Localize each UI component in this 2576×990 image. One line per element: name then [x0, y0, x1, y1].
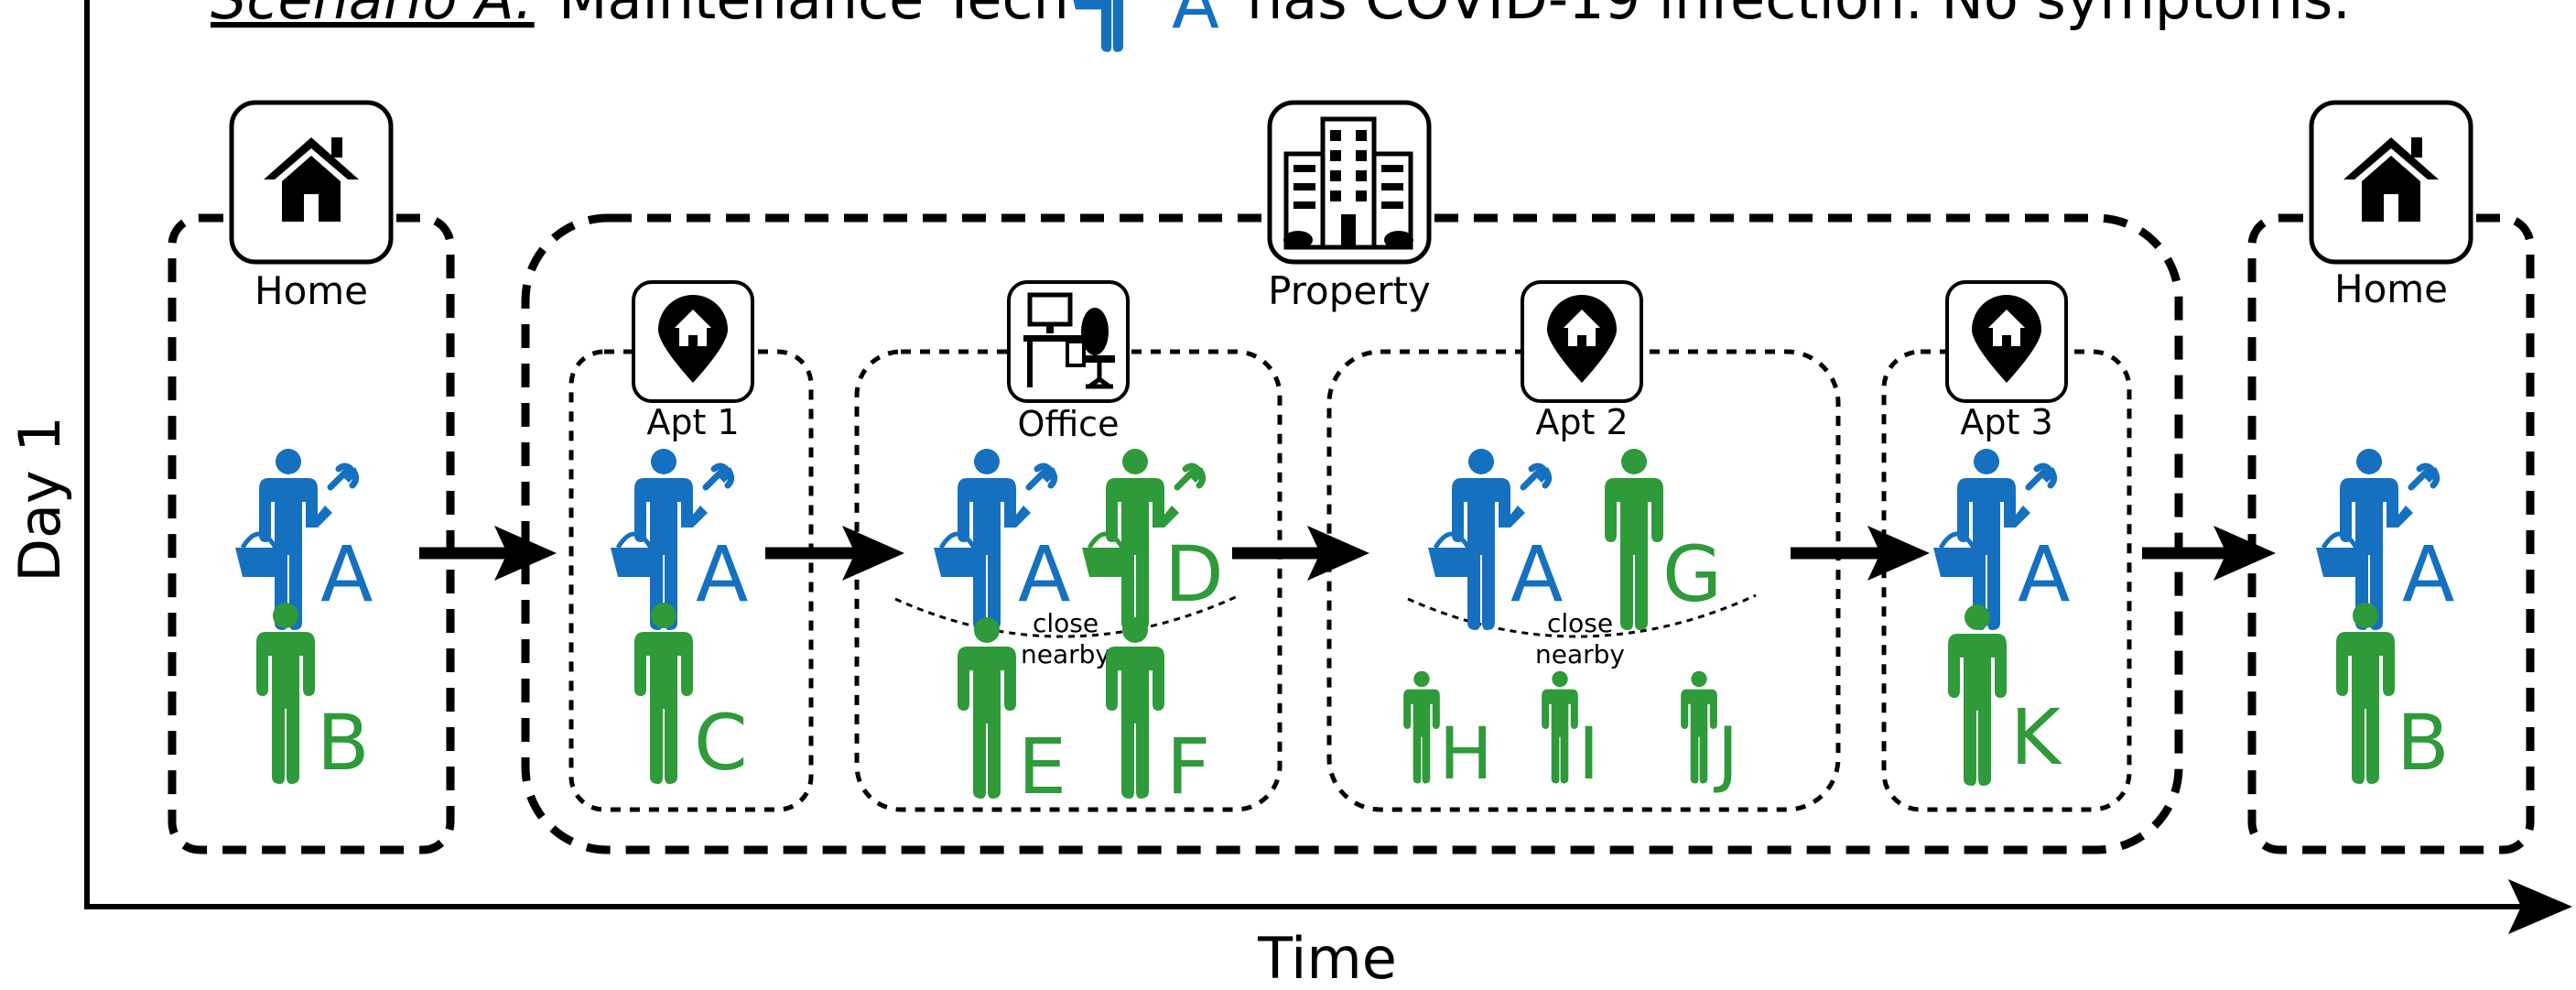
- person-label: E: [1018, 722, 1066, 811]
- person-icon: [2336, 603, 2395, 784]
- person-icon: [1605, 449, 1663, 630]
- apartment-building-icon: [1283, 116, 1413, 250]
- apt3-label: Apt 3: [1960, 402, 2052, 442]
- person-label: J: [1713, 713, 1738, 796]
- close-nearby-arc: [1407, 593, 1757, 638]
- title-scenario: Scenario A:: [211, 0, 535, 32]
- person-label: A: [1018, 529, 1070, 619]
- flow-arrow: [765, 526, 904, 581]
- y-axis-label: Day 1: [6, 416, 73, 582]
- title-before-icon: Maintenance Tech: [558, 0, 1069, 32]
- nearby-label: nearby: [1021, 639, 1110, 669]
- person-label: A: [696, 529, 748, 619]
- home1-box: [168, 213, 455, 854]
- x-axis-arrowhead: [2508, 879, 2572, 934]
- close-label: close: [1547, 608, 1613, 638]
- close-nearby-arc: [894, 593, 1240, 638]
- person-label: H: [1439, 713, 1493, 796]
- flow-arrow: [1791, 526, 1930, 581]
- person-icon: [1106, 617, 1164, 799]
- nearby-label: nearby: [1535, 639, 1625, 669]
- office-desk-icon: [1023, 292, 1115, 389]
- office-box: [854, 349, 1283, 812]
- flow-arrow: [419, 526, 557, 581]
- person-label: F: [1166, 722, 1210, 811]
- apt1-label: Apt 1: [646, 402, 739, 442]
- person-label: D: [1164, 529, 1224, 619]
- person-icon: [1542, 670, 1578, 784]
- home2-box: [2247, 213, 2535, 854]
- person-label: B: [317, 698, 370, 788]
- person-label: A: [1510, 529, 1563, 619]
- person-label: A: [2402, 529, 2454, 619]
- person-icon: [256, 603, 315, 784]
- title-icon-letter: A: [1172, 0, 1219, 44]
- flow-arrow: [1232, 526, 1369, 581]
- x-axis-label: Time: [1257, 925, 1397, 990]
- property-label: Property: [1268, 268, 1431, 313]
- person-icon: [958, 617, 1016, 799]
- person-label: A: [320, 529, 373, 619]
- office-label: Office: [1018, 404, 1120, 444]
- person-icon: [1403, 670, 1440, 784]
- apt2-label: Apt 2: [1535, 402, 1628, 442]
- person-icon: [1948, 604, 2007, 786]
- person-label: K: [2010, 692, 2062, 782]
- person-label: G: [1662, 529, 1722, 619]
- person-label: B: [2397, 698, 2450, 788]
- close-label: close: [1033, 608, 1099, 638]
- property-badge: [1267, 100, 1432, 265]
- property-box: [521, 213, 2183, 854]
- title-after-icon: has COVID-19 infection. No symptoms.: [1247, 0, 2351, 32]
- person-label: A: [2018, 529, 2070, 619]
- flow-arrow: [2142, 526, 2276, 581]
- person-label: I: [1578, 713, 1599, 796]
- person-label: C: [694, 698, 748, 788]
- person-icon: [1681, 670, 1717, 784]
- home2-label: Home: [2334, 267, 2448, 311]
- maintenance-tech-icon: [1070, 0, 1166, 52]
- home1-label: Home: [254, 268, 368, 313]
- person-icon: [634, 603, 693, 784]
